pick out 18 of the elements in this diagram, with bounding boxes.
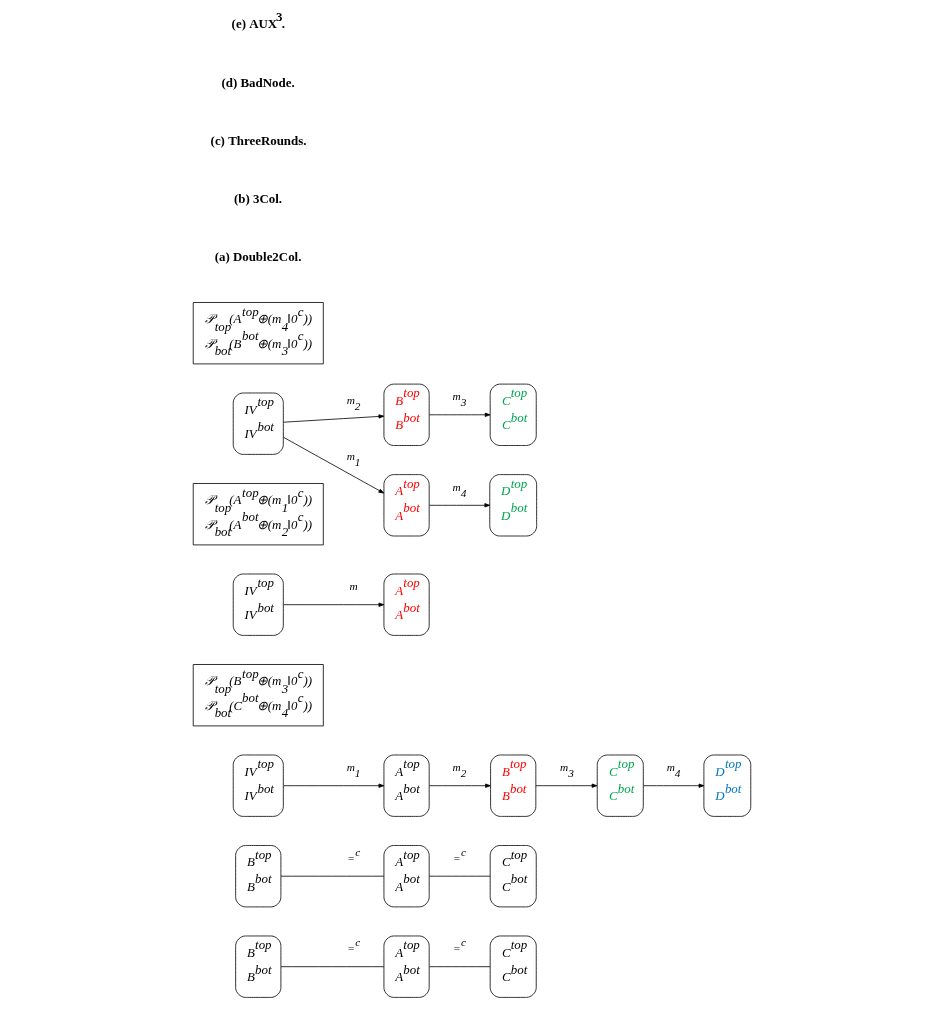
arrow <box>428 503 490 508</box>
arrow <box>534 783 597 788</box>
connector <box>428 966 490 968</box>
label: (c) ThreeRounds. <box>210 132 306 148</box>
arrow <box>428 783 491 788</box>
label: (a) Double2Col. <box>214 249 301 265</box>
connector <box>428 875 490 877</box>
arrow <box>282 414 384 423</box>
connector <box>280 966 384 968</box>
arrow <box>428 412 490 417</box>
arrow <box>282 783 384 788</box>
arrow <box>282 602 384 607</box>
label: (b) 3Col. <box>233 190 282 206</box>
arrow <box>642 783 704 788</box>
edge-label: m <box>349 580 358 593</box>
label: (d) BadNode. <box>221 74 295 90</box>
arrow <box>282 436 384 494</box>
connector <box>280 875 384 877</box>
